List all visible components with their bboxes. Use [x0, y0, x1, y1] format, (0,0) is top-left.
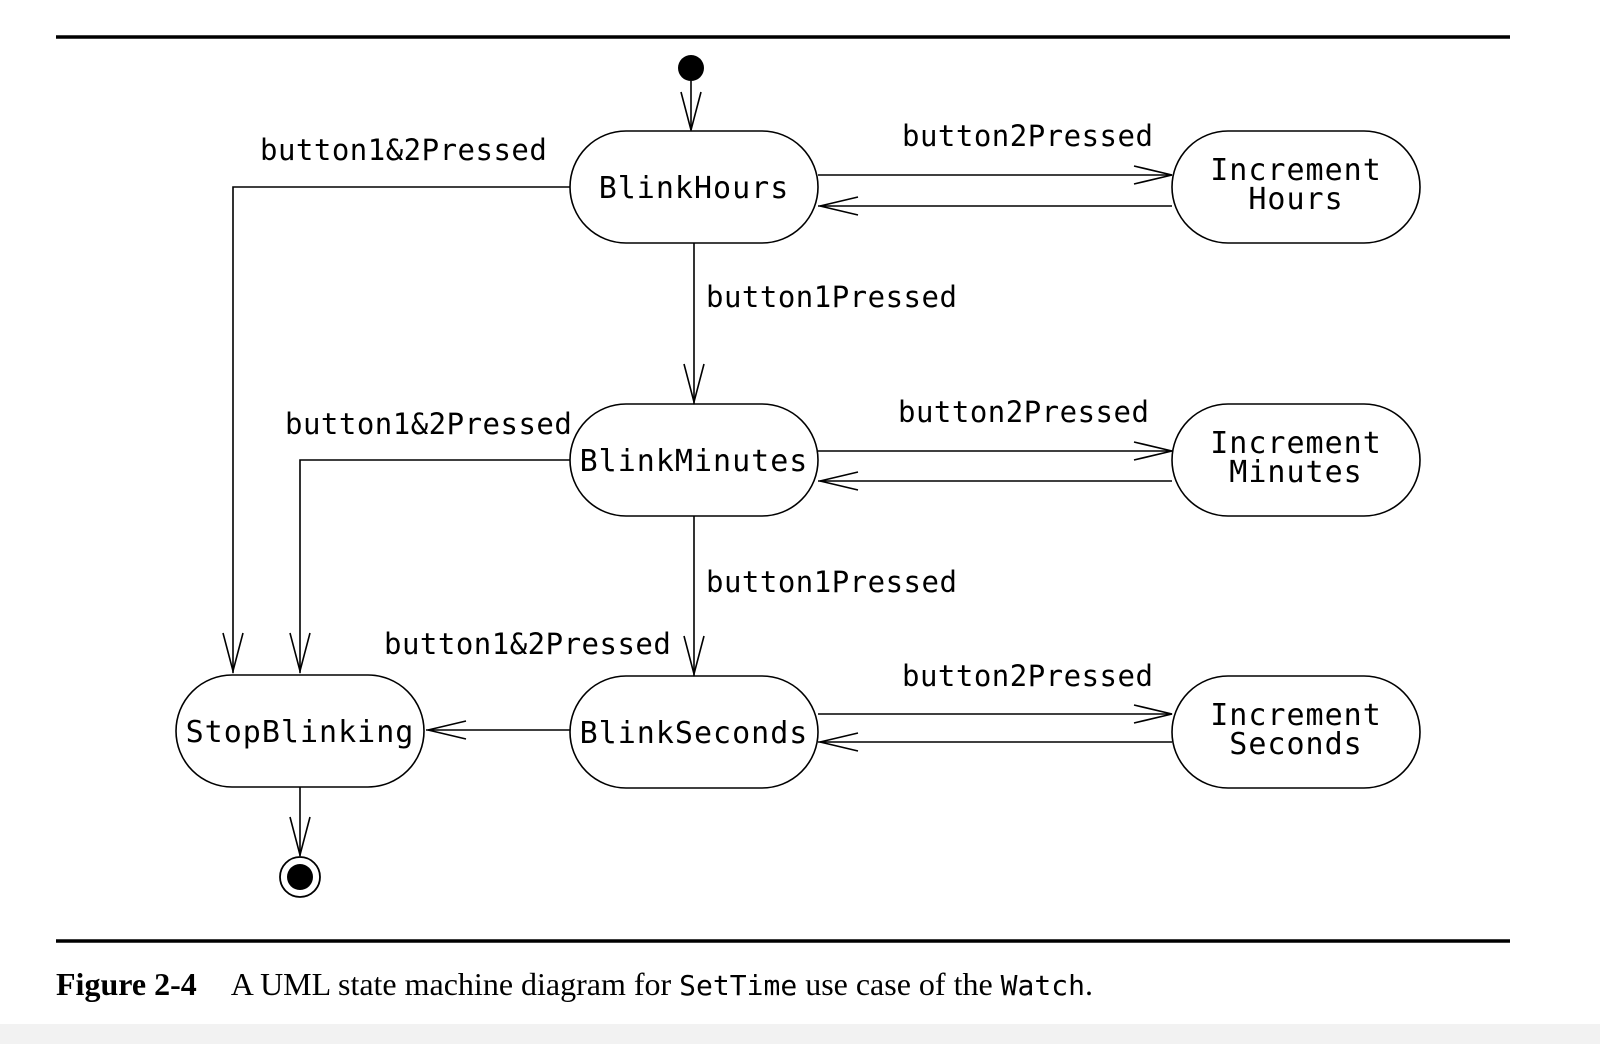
transition-seconds-increment: button2Pressed: [818, 659, 1173, 752]
caption-text: A UML state machine diagram for: [230, 966, 680, 1002]
caption-text: .: [1084, 966, 1093, 1002]
state-blink-hours: BlinkHours: [569, 130, 819, 244]
final-node: [279, 856, 321, 898]
arrowhead: [289, 816, 311, 859]
state-label: StopBlinking: [186, 715, 415, 750]
event-label: button2Pressed: [902, 659, 1153, 693]
event-label: button2Pressed: [898, 395, 1149, 429]
transition-seconds-to-stop: button1&2Pressed: [384, 627, 671, 740]
caption-code-settime: SetTime: [679, 969, 798, 1002]
event-label: button1&2Pressed: [285, 407, 572, 441]
caption-text: use case of the: [797, 966, 1001, 1002]
state-label-line2: Seconds: [1229, 727, 1362, 762]
state-increment-minutes: Increment Minutes: [1171, 403, 1421, 517]
state-label-line2: Minutes: [1229, 455, 1362, 490]
transition-hours-to-minutes: button1Pressed: [683, 243, 957, 406]
state-label: BlinkMinutes: [580, 444, 809, 479]
transition-to-final: [289, 787, 311, 859]
state-label: BlinkSeconds: [580, 716, 809, 751]
caption-code-watch: Watch: [1000, 969, 1085, 1002]
arrowhead: [427, 720, 467, 740]
arrowhead: [289, 632, 311, 675]
transition-minutes-increment: button2Pressed: [818, 395, 1173, 491]
arrowhead: [819, 471, 859, 491]
transition-hours-increment: button2Pressed: [818, 119, 1173, 216]
transition-hours-to-stop: button1&2Pressed: [222, 133, 570, 675]
arrowhead: [819, 196, 859, 216]
arrowhead: [1133, 165, 1173, 185]
state-increment-hours: Increment Hours: [1171, 130, 1421, 244]
state-machine-diagram: BlinkHours BlinkMinutes BlinkSeconds Sto…: [56, 35, 1510, 943]
event-label: button1Pressed: [706, 280, 957, 314]
figure-caption: Figure 2-4 A UML state machine diagram fo…: [56, 966, 1556, 1003]
arrowhead: [683, 363, 705, 406]
event-label: button1&2Pressed: [260, 133, 547, 167]
state-increment-seconds: Increment Seconds: [1171, 675, 1421, 789]
event-label: button1&2Pressed: [384, 627, 671, 661]
event-label: button2Pressed: [902, 119, 1153, 153]
state-label: BlinkHours: [599, 171, 790, 206]
figure-label: Figure 2-4: [56, 966, 197, 1002]
arrowhead: [819, 732, 859, 752]
state-label-line1: Increment: [1210, 153, 1382, 188]
arrowhead: [1133, 704, 1173, 724]
state-blink-seconds: BlinkSeconds: [569, 675, 819, 789]
transition-minutes-to-seconds: button1Pressed: [683, 516, 957, 678]
page-bottom-band: [0, 1024, 1600, 1044]
arrowhead: [680, 91, 702, 134]
transition-minutes-to-stop: button1&2Pressed: [285, 407, 572, 675]
state-label-line1: Increment: [1210, 698, 1382, 733]
initial-node: [678, 55, 704, 81]
arrowhead: [683, 635, 705, 678]
event-label: button1Pressed: [706, 565, 957, 599]
arrowhead: [1133, 441, 1173, 461]
state-label-line1: Increment: [1210, 426, 1382, 461]
state-stop-blinking: StopBlinking: [175, 674, 425, 788]
arrowhead: [222, 632, 244, 675]
state-label-line2: Hours: [1248, 182, 1343, 217]
state-blink-minutes: BlinkMinutes: [569, 403, 819, 517]
